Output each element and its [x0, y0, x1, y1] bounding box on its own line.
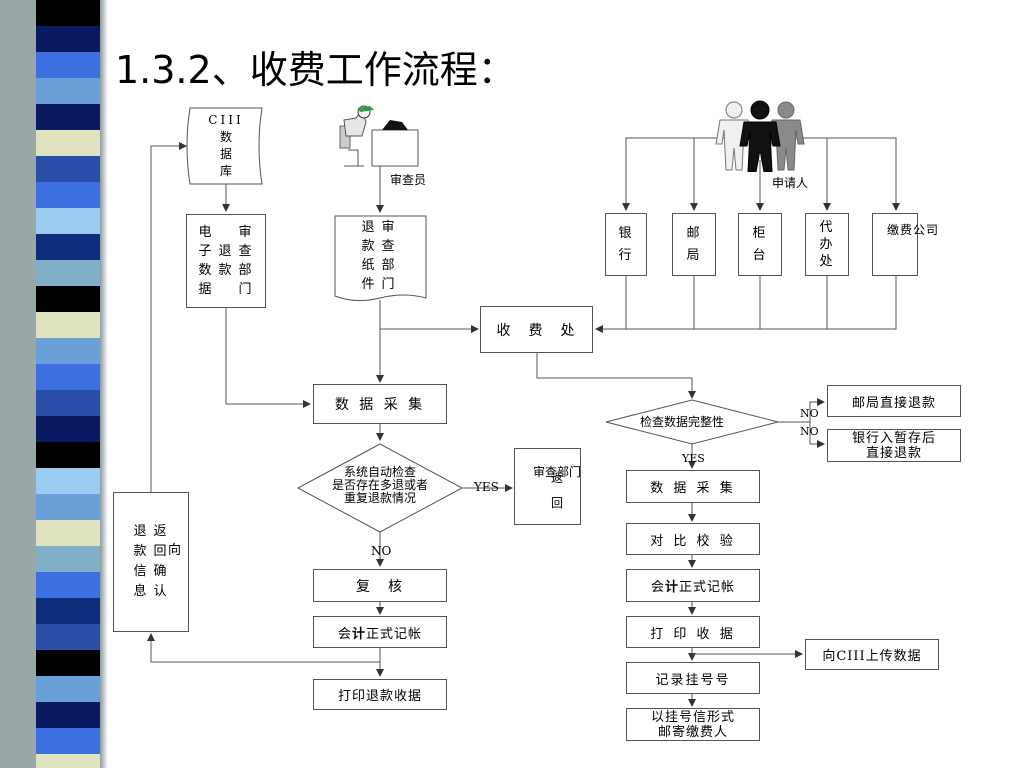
right-accounting: 会计正式记帐 — [626, 569, 760, 602]
channel-text: 办 — [819, 237, 835, 252]
channel-post-office: 邮 局 — [672, 213, 716, 276]
database-label-line: 库 — [219, 164, 232, 178]
strip-bar — [36, 260, 100, 286]
bank-holding-refund: 银行入暂存后 直接退款 — [827, 429, 961, 462]
left-review: 复 核 — [313, 569, 447, 602]
right-no-label-1: NO — [800, 407, 819, 420]
decision-line: 重复退款情况 — [343, 491, 416, 505]
strip-bar — [36, 26, 100, 52]
strip-bar — [36, 182, 100, 208]
channel-text: 代 — [819, 220, 835, 235]
right-compare-verify: 对 比 校 验 — [626, 523, 760, 555]
strip-bar — [36, 156, 100, 182]
refund-confirmation-box: 退返 款回 信确 息认 向 — [113, 492, 189, 632]
people-icon — [715, 100, 805, 172]
strip-bar — [36, 754, 100, 768]
strip-bar — [36, 468, 100, 494]
return-box-text-b: 返 — [551, 471, 566, 485]
left-accounting: 会计正式记帐 — [313, 616, 447, 648]
strip-bar — [36, 234, 100, 260]
database-label-line: 数 — [219, 130, 232, 144]
channel-payment-company: 缴费公司 — [872, 213, 938, 276]
applicant-label: 申请人 — [772, 176, 809, 190]
fee-office: 收 费 处 — [480, 306, 593, 353]
strip-bar — [36, 624, 100, 650]
left-no-label: NO — [371, 544, 392, 558]
channel-counter: 柜 台 — [738, 213, 782, 276]
strip-bar — [36, 442, 100, 468]
return-box-text-a: 审查部门 — [533, 465, 582, 479]
strip-bar — [36, 546, 100, 572]
strip-bar — [36, 286, 100, 312]
strip-bar — [36, 130, 100, 156]
confirm-overlay-text: 向 — [168, 543, 184, 558]
electronic-refund-data: 电审 子退查 数款部 据门 — [186, 214, 266, 308]
strip-bar — [36, 208, 100, 234]
mail-to-payer: 以挂号信形式 邮寄缴费人 — [626, 708, 760, 741]
right-print-receipt: 打 印 收 据 — [626, 616, 760, 648]
strip-bar — [36, 598, 100, 624]
channel-text: 缴费公司 — [887, 223, 940, 237]
right-no-label-2: NO — [800, 425, 819, 438]
strip-bar — [36, 338, 100, 364]
strip-bar — [36, 104, 100, 130]
confirm-grid: 退返 款回 信确 息认 — [133, 524, 169, 599]
strip-bar — [36, 0, 100, 26]
strip-bar — [36, 572, 100, 598]
channel-agency: 代 办 处 — [805, 213, 849, 276]
decision-line: 系统自动检查 — [343, 465, 416, 479]
paper-document-shape — [334, 215, 427, 302]
slide-title: 1.3.2、收费工作流程： — [115, 48, 516, 92]
strip-base — [0, 0, 38, 768]
decorative-side-strip — [0, 0, 108, 768]
right-data-collection: 数 据 采 集 — [626, 470, 760, 503]
strip-bar — [36, 650, 100, 676]
decision-line: 是否存在多退或者 — [331, 478, 428, 492]
channel-text: 银 — [618, 225, 634, 241]
database-shape — [186, 107, 263, 185]
strip-bar — [36, 676, 100, 702]
channel-text: 邮 — [686, 225, 702, 241]
left-decision-text: 系统自动检查 是否存在多退或者 重复退款情况 — [310, 466, 450, 505]
strip-bar — [36, 390, 100, 416]
post-office-direct-refund: 邮局直接退款 — [827, 385, 961, 417]
channel-bank: 银 行 — [605, 213, 647, 276]
strip-bar — [36, 52, 100, 78]
clerk-icon — [339, 105, 419, 167]
right-yes-label: YES — [682, 452, 705, 465]
left-yes-label: YES — [474, 480, 499, 494]
strip-shadow — [100, 0, 108, 768]
left-print-refund-receipt: 打印退款收据 — [313, 679, 447, 710]
upload-to-ciii: 向CIII上传数据 — [805, 639, 939, 670]
strip-bar — [36, 78, 100, 104]
channel-text: 台 — [752, 247, 768, 263]
channel-text: 行 — [618, 247, 634, 263]
electronic-refund-grid: 电审 子退查 数款部 据门 — [198, 225, 254, 297]
strip-bars — [36, 0, 100, 768]
ciii-database: CIII 数 据 库 — [200, 112, 252, 180]
channel-text: 处 — [819, 254, 835, 269]
strip-bar — [36, 520, 100, 546]
paper-refund-document: 退审 款查 纸部 件门 — [361, 220, 395, 292]
strip-bar — [36, 728, 100, 754]
return-box-text-c: 回 — [551, 496, 566, 510]
strip-bar — [36, 494, 100, 520]
strip-bar — [36, 416, 100, 442]
database-label-line: CIII — [208, 113, 244, 127]
strip-bar — [36, 702, 100, 728]
channel-text: 柜 — [752, 225, 768, 241]
record-registration-number: 记录挂号号 — [626, 662, 760, 694]
strip-bar — [36, 312, 100, 338]
return-to-review-dept: 审查部门 返 回 — [514, 448, 581, 525]
left-data-collection: 数 据 采 集 — [313, 384, 447, 424]
right-decision-text: 检查数据完整性 — [640, 415, 725, 429]
strip-bar — [36, 364, 100, 390]
channel-text: 局 — [686, 247, 702, 263]
database-label-line: 据 — [219, 147, 232, 161]
clerk-label: 审查员 — [390, 173, 427, 187]
